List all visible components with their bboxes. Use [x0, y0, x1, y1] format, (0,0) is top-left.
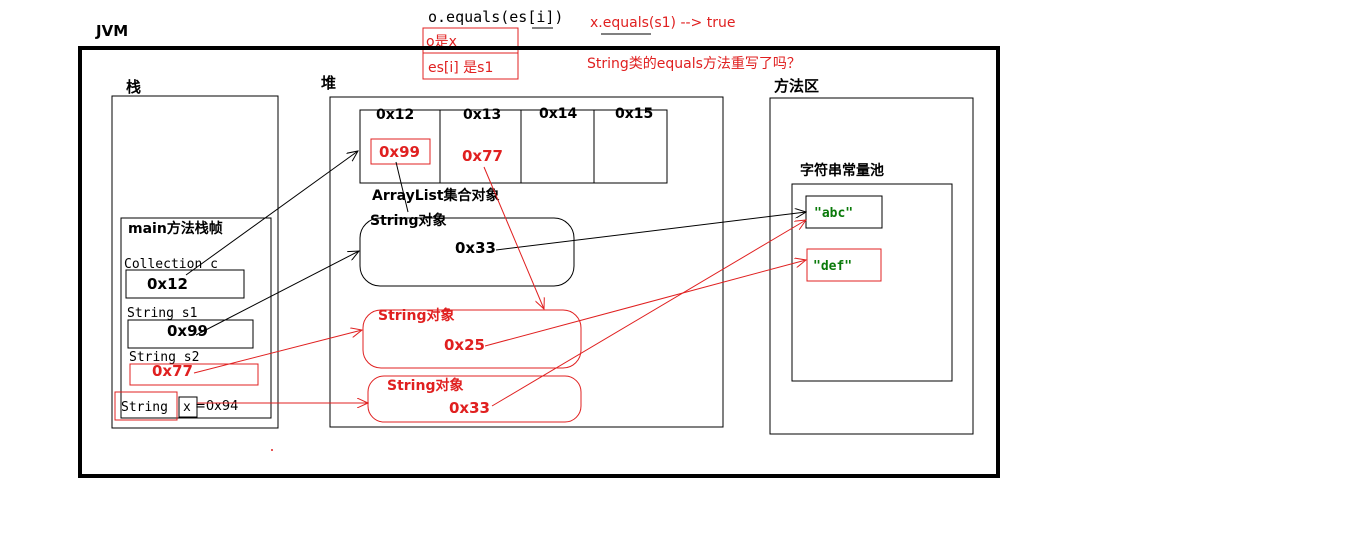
array-value-1: 0x77	[462, 147, 503, 165]
heap-box	[329, 96, 724, 428]
array-cell-2: 0x14	[539, 106, 578, 122]
es-is-s1-box	[422, 52, 519, 80]
arrow-c-to-array	[185, 151, 358, 276]
heap-object-1	[362, 309, 582, 369]
main-frame-box	[120, 217, 272, 419]
var-s2-box	[129, 363, 259, 386]
heap-object-1-addr: 0x25	[444, 336, 485, 354]
heap-object-1-label: String对象	[378, 307, 454, 324]
stack-box	[111, 95, 279, 429]
heap-object-2-label: String对象	[387, 377, 463, 394]
array-cell-3: 0x15	[615, 106, 653, 122]
var-s1-box	[127, 319, 254, 349]
array-box	[359, 109, 668, 184]
array-cell-0: 0x12	[376, 107, 414, 123]
arrow-array1-to-object	[483, 166, 544, 309]
arrow-object25-to-def	[484, 260, 806, 347]
stray-dot	[271, 449, 273, 451]
var-x-name: x	[183, 400, 191, 415]
main-frame-title: main方法栈帧	[128, 220, 223, 237]
var-c-decl: Collection c	[124, 257, 218, 272]
es-is-s1-text: es[i] 是s1	[428, 60, 493, 76]
arrow-object-to-abc	[495, 212, 806, 251]
method-area-box	[769, 97, 974, 435]
arrow-s2-to-object	[193, 330, 362, 374]
heap-object-2-addr: 0x33	[449, 399, 490, 417]
var-s2-value: 0x77	[152, 362, 193, 380]
string-pool-box	[791, 183, 953, 382]
jvm-label: JVM	[95, 22, 128, 40]
arrow-s1-to-object	[195, 251, 359, 336]
var-x-type-box	[114, 391, 178, 421]
var-s1-value: 0x99	[167, 322, 208, 340]
var-s2-decl: String s2	[129, 350, 199, 365]
equals-call-text: o.equals(es[i])	[428, 8, 563, 26]
pool-string-0: "abc"	[814, 206, 853, 221]
string-pool-label: 字符串常量池	[800, 162, 884, 179]
var-x-name-box	[178, 396, 198, 418]
heap-object-0-label: String对象	[370, 212, 446, 229]
method-area-label: 方法区	[774, 77, 819, 95]
arraylist-label: ArrayList集合对象	[372, 187, 500, 204]
var-x-type: String	[121, 400, 168, 415]
array-value-0-box	[370, 138, 431, 165]
var-c-value: 0x12	[147, 275, 188, 293]
var-c-box	[125, 269, 245, 299]
question-text: String类的equals方法重写了吗？	[587, 56, 801, 72]
stack-label: 栈	[126, 78, 141, 96]
pool-string-1: "def"	[813, 259, 852, 274]
heap-object-0-addr: 0x33	[455, 239, 496, 257]
array-value-0: 0x99	[379, 143, 420, 161]
arrow-array0-to-object	[395, 161, 409, 213]
heap-label: 堆	[321, 74, 336, 92]
x-equals-result-text: x.equals(s1) --> true	[590, 15, 735, 31]
array-cell-1: 0x13	[463, 107, 501, 123]
arrow-object33-to-abc	[491, 220, 806, 407]
var-x-value: =0x94	[195, 399, 238, 414]
jvm-box	[78, 46, 1000, 478]
var-s1-decl: String s1	[127, 306, 197, 321]
